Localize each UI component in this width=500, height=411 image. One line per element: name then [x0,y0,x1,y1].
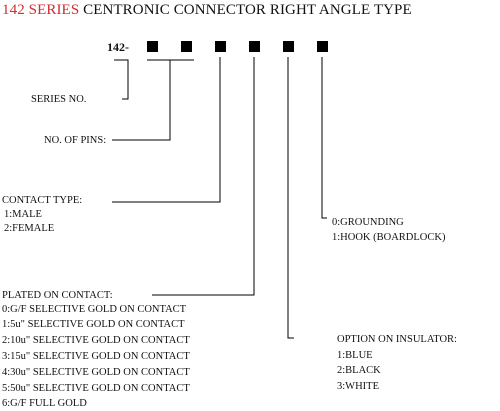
series-no-label: SERIES NO. [31,94,87,105]
plated-option: 6:G/F FULL GOLD [2,398,87,409]
no-of-pins-label: NO. OF PINS: [44,135,107,146]
part-code-number: 142 [107,40,125,54]
plated-option: 0:G/F SELECTIVE GOLD ON CONTACT [2,304,187,315]
insulator-option: 2:BLACK [337,365,381,376]
contact-type-heading: CONTACT TYPE: [2,195,83,206]
code-placeholder-box [215,41,226,52]
series-title: 142 SERIES [2,2,80,18]
leader-line-no-of-pins [112,60,171,141]
insulator-option: 3:WHITE [337,381,379,392]
plated-option: 2:10u" SELECTIVE GOLD ON CONTACT [2,335,190,346]
plated-option: 4:30u" SELECTIVE GOLD ON CONTACT [2,367,190,378]
code-placeholder-box [249,41,260,52]
part-code-dash: - [125,40,129,54]
code-placeholder-box [317,41,328,52]
contact-type-option: 1:MALE [4,209,42,220]
leader-line-grounding [321,57,327,219]
code-placeholder-box [283,41,294,52]
code-placeholder-box [147,41,158,52]
leader-line-plated [152,57,255,296]
insulator-heading: OPTION ON INSULATOR: [337,334,457,345]
part-code-prefix: 142- [107,40,129,55]
title-rest: CENTRONIC CONNECTOR RIGHT ANGLE TYPE [79,2,412,18]
plated-heading: PLATED ON CONTACT: [2,290,113,301]
insulator-option: 1:BLUE [337,350,373,361]
leader-line-contact-type [112,57,221,203]
contact-type-option: 2:FEMALE [4,223,55,234]
plated-option: 1:5u" SELECTIVE GOLD ON CONTACT [2,319,185,330]
leader-line-series-no [114,59,129,100]
grounding-option: 1:HOOK (BOARDLOCK) [332,232,446,243]
plated-option: 3:15u" SELECTIVE GOLD ON CONTACT [2,351,190,362]
leader-line-insulator [287,57,294,339]
diagram-title: 142 SERIES CENTRONIC CONNECTOR RIGHT ANG… [2,2,412,19]
code-placeholder-box [181,41,192,52]
plated-option: 5:50u" SELECTIVE GOLD ON CONTACT [2,383,190,394]
grounding-option: 0:GROUNDING [332,217,404,228]
